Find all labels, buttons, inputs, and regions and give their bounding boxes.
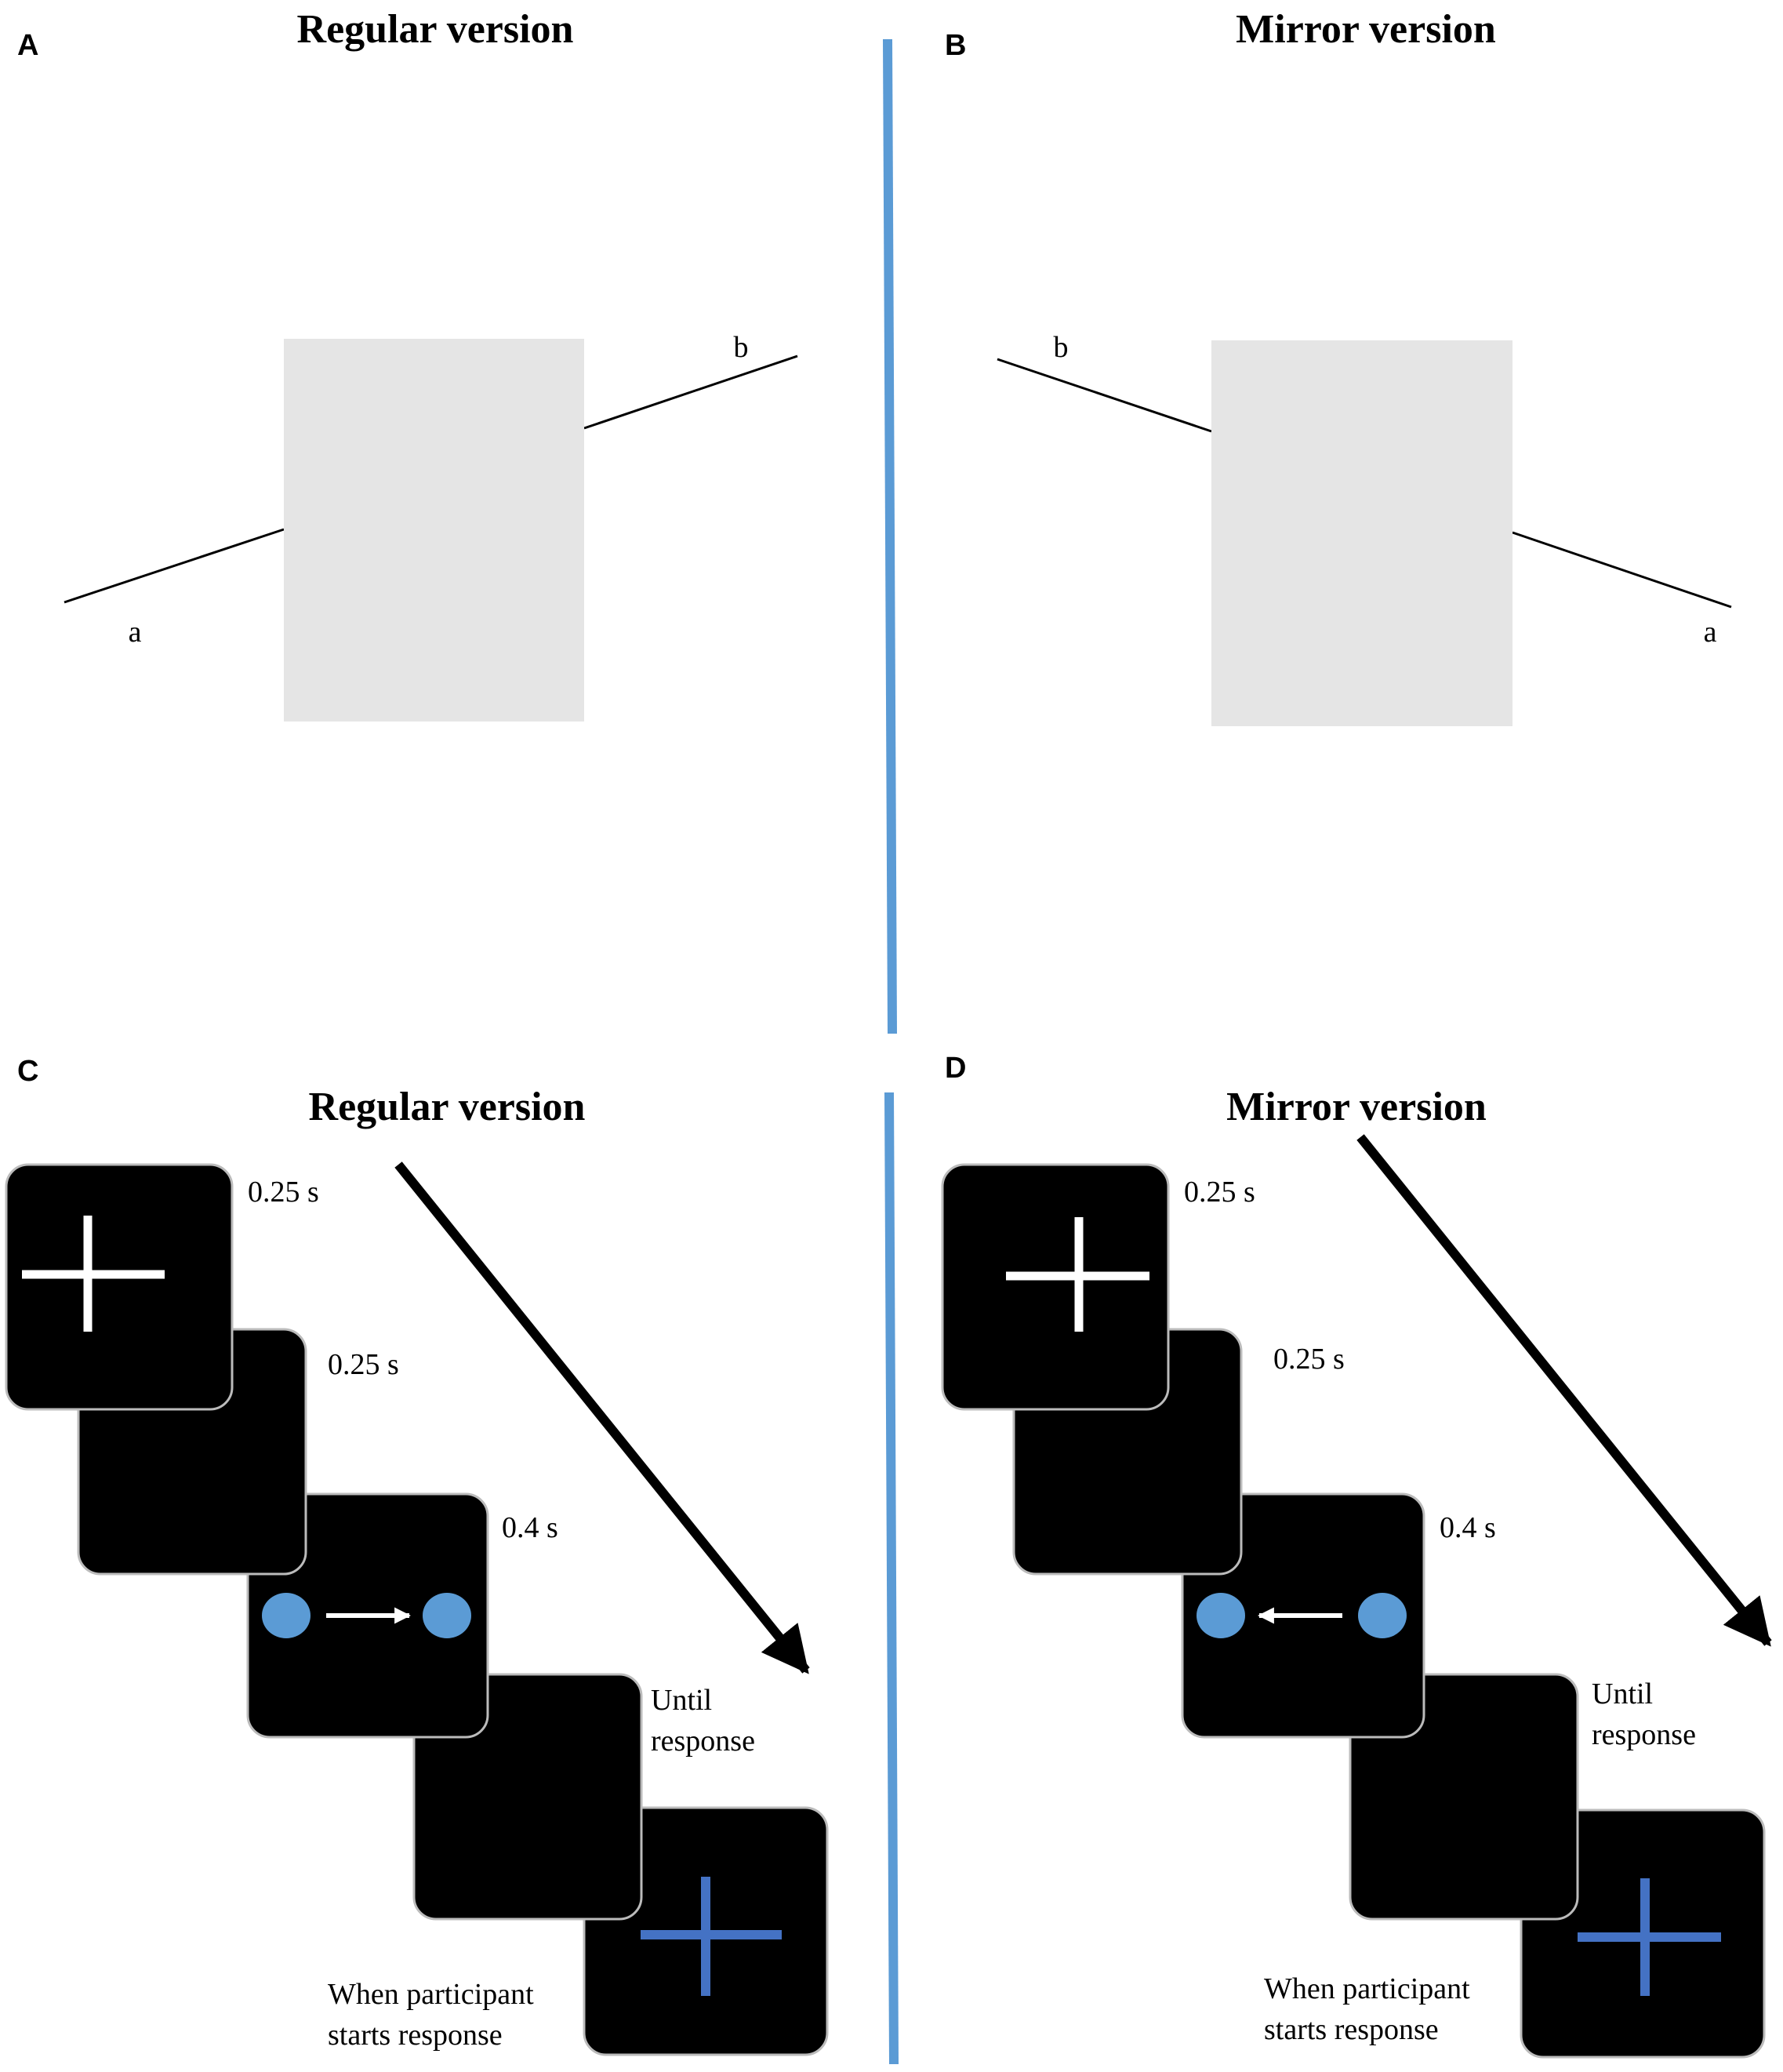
divider-bottom	[884, 1092, 899, 2065]
left-dot	[262, 1593, 310, 1638]
response-label-line2: starts response	[1264, 2013, 1439, 2046]
panel-a: A Regular version a b	[17, 7, 798, 722]
duration-label-4-line2: response	[651, 1725, 755, 1758]
line-b	[583, 354, 798, 430]
duration-label-4-line1: Until	[1592, 1678, 1653, 1710]
label-a: a	[1704, 616, 1717, 649]
duration-label-2: 0.25 s	[328, 1348, 399, 1381]
duration-label-4-line2: response	[1592, 1718, 1696, 1751]
duration-label-2: 0.25 s	[1273, 1343, 1345, 1376]
panel-letter-b: B	[945, 29, 966, 62]
line-a	[1512, 531, 1732, 609]
panel-letter-d: D	[945, 1052, 966, 1085]
panel-letter-a: A	[17, 29, 38, 62]
label-a: a	[129, 616, 142, 649]
panel-c-title: Regular version	[309, 1085, 586, 1129]
panel-letter-c: C	[17, 1055, 38, 1088]
fixation-cross-icon	[1006, 1217, 1149, 1332]
panel-b: B Mirror version b a	[945, 7, 1732, 726]
panel-c: C Regular version 0.25 s 0.25 s 0.4 s Un…	[5, 1055, 829, 2056]
panel-d-title: Mirror version	[1226, 1085, 1487, 1129]
line-b	[997, 358, 1212, 433]
fixation-cross-icon	[22, 1216, 165, 1332]
duration-label-1: 0.25 s	[248, 1176, 319, 1209]
response-label-line2: starts response	[328, 2019, 503, 2052]
right-dot	[423, 1593, 471, 1638]
duration-label-3: 0.4 s	[502, 1511, 558, 1544]
duration-label-4-line1: Until	[651, 1684, 712, 1717]
line-a	[64, 528, 285, 604]
fixation-screen	[5, 1163, 234, 1411]
duration-label-1: 0.25 s	[1184, 1176, 1255, 1209]
right-dot	[1358, 1593, 1407, 1638]
response-label-line1: When participant	[1264, 1972, 1470, 2005]
time-arrow-icon	[394, 1161, 810, 1674]
occluder-box	[284, 339, 584, 722]
panel-b-title: Mirror version	[1236, 7, 1496, 52]
panel-a-title: Regular version	[297, 7, 574, 52]
left-dot	[1197, 1593, 1245, 1638]
divider-top	[883, 38, 897, 1034]
response-cross-icon	[1578, 1878, 1721, 1996]
label-b: b	[734, 331, 749, 364]
fixation-screen	[941, 1163, 1170, 1411]
panel-d: D Mirror version 0.25 s 0.25 s 0.4 s Unt…	[941, 1052, 1772, 2059]
occluder-box	[1211, 340, 1512, 726]
label-b: b	[1054, 331, 1069, 364]
response-cross-icon	[641, 1877, 782, 1996]
duration-label-3: 0.4 s	[1440, 1511, 1496, 1544]
response-label-line1: When participant	[328, 1978, 534, 2011]
time-arrow-icon	[1356, 1134, 1772, 1647]
